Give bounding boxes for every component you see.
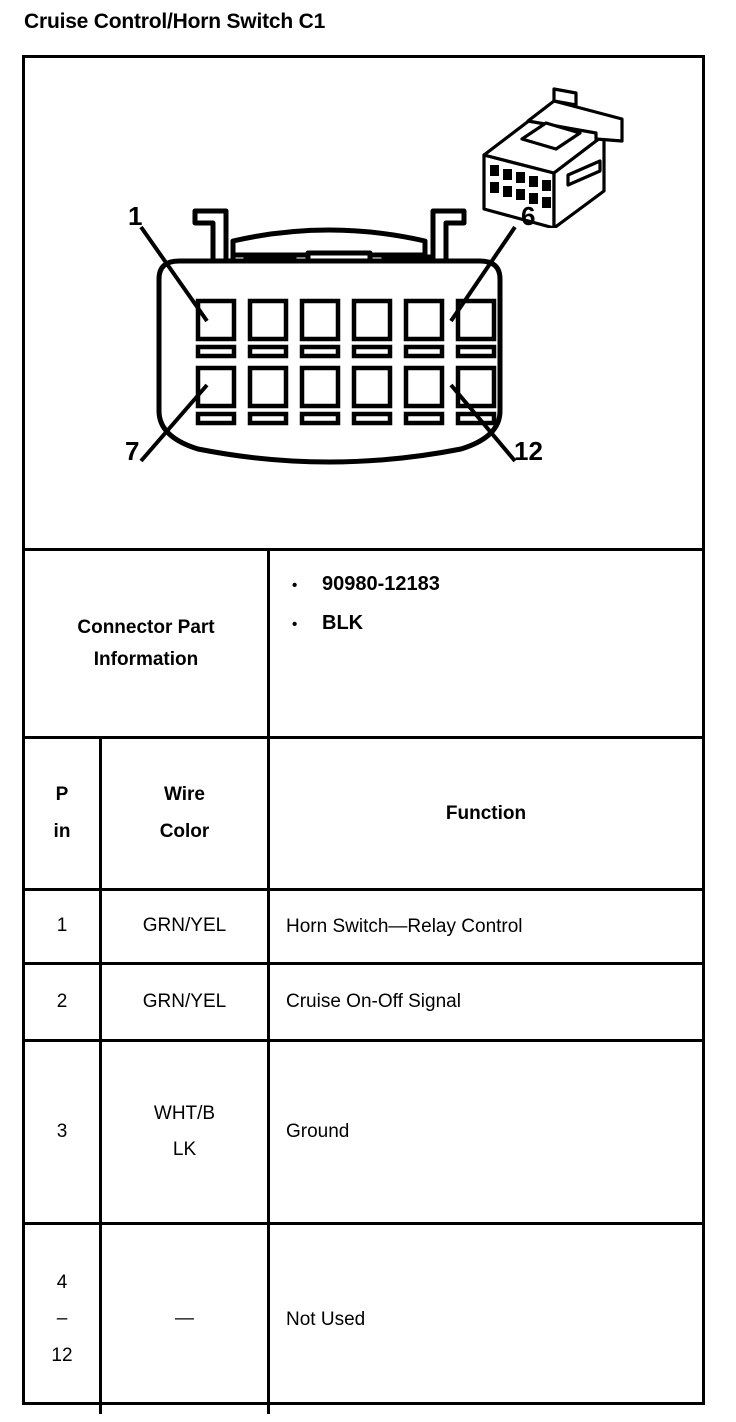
bullet-icon: •	[292, 616, 298, 633]
connector-isometric-view	[476, 83, 646, 230]
table-row: 2 GRN/YEL Cruise On-Off Signal	[25, 965, 702, 1042]
part-number-item: • 90980-12183	[292, 573, 702, 596]
table-header-row: P in Wire Color Function	[25, 739, 702, 891]
page-title: Cruise Control/Horn Switch C1	[24, 10, 326, 33]
connector-face-view: 1 6 7 12	[103, 193, 553, 483]
cell-function: Not Used	[286, 1308, 366, 1330]
callout-pin-6: 6	[521, 201, 536, 231]
cell-wire-color: —	[102, 1225, 270, 1414]
pin-table: P in Wire Color Function 1 GRN/YEL Horn …	[25, 739, 702, 1414]
table-row: 3 WHT/B LK Ground	[25, 1042, 702, 1225]
cell-pin: 3	[25, 1042, 102, 1222]
connector-part-information-label: Connector Part Information	[25, 551, 270, 736]
connector-part-information-row: Connector Part Information • 90980-12183…	[25, 551, 702, 739]
callout-pin-12: 12	[514, 436, 543, 466]
connector-info-frame: 1 6 7 12 Connector Part Information • 90…	[22, 55, 705, 1414]
callout-pin-1: 1	[128, 201, 143, 231]
column-header-function: Function	[445, 802, 527, 824]
cell-pin: 2	[25, 965, 102, 1039]
cell-function: Ground	[286, 1121, 350, 1142]
table-row: 1 GRN/YEL Horn Switch—Relay Control	[25, 891, 702, 965]
column-header-wire-color: Wire Color	[102, 739, 270, 888]
cell-wire-color: GRN/YEL	[102, 891, 270, 962]
cell-wire-color: WHT/B LK	[102, 1042, 270, 1222]
cell-pin: 1	[25, 891, 102, 962]
part-number-value: 90980-12183	[322, 573, 440, 595]
cell-wire-color: GRN/YEL	[102, 965, 270, 1039]
part-color-item: • BLK	[292, 612, 702, 635]
bullet-icon: •	[292, 577, 298, 594]
connector-figure-cell: 1 6 7 12	[25, 58, 702, 551]
table-row: 4 – 12 — Not Used	[25, 1225, 702, 1414]
part-color-value: BLK	[322, 612, 364, 634]
cell-function: Cruise On-Off Signal	[286, 991, 461, 1012]
cell-pin: 4 – 12	[25, 1225, 102, 1414]
cell-function: Horn Switch—Relay Control	[286, 915, 523, 937]
connector-part-information-values: • 90980-12183 • BLK	[270, 551, 702, 736]
callout-pin-7: 7	[125, 436, 140, 466]
column-header-pin: P in	[25, 739, 102, 888]
